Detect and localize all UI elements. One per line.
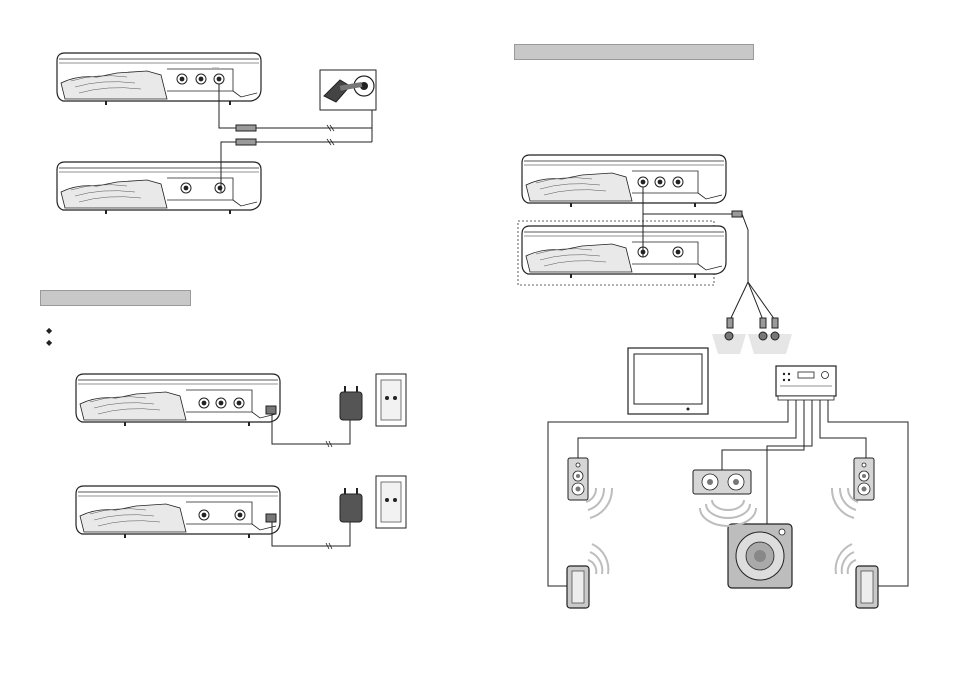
headphone-jack-icon bbox=[319, 69, 377, 111]
speaker-icon-rear-left bbox=[566, 565, 590, 609]
sound-wave-decoration bbox=[585, 487, 859, 575]
speaker-wiring bbox=[547, 400, 909, 587]
cable-power bbox=[271, 414, 351, 550]
power-adapter-icon bbox=[339, 488, 363, 523]
bullet-2: ◆ bbox=[46, 338, 53, 347]
rca-input-markers bbox=[712, 331, 792, 354]
television-icon bbox=[627, 347, 709, 415]
cable-av-top bbox=[218, 84, 373, 192]
player-power-2 bbox=[75, 485, 281, 539]
speaker-icon-front-left bbox=[567, 457, 589, 501]
bullet-1: ◆ bbox=[46, 326, 53, 335]
player-right-2 bbox=[521, 225, 727, 279]
player-top-left: ~~~ bbox=[56, 52, 262, 106]
svg-text:~~~: ~~~ bbox=[212, 65, 220, 70]
wall-outlet-icon bbox=[375, 373, 407, 427]
player-power-1 bbox=[75, 373, 281, 427]
player-right-1 bbox=[521, 154, 727, 208]
section-header-bar-connection bbox=[40, 290, 191, 306]
power-adapter-icon bbox=[339, 386, 363, 421]
subwoofer-icon bbox=[727, 523, 793, 589]
section-header-bar-audio bbox=[514, 44, 754, 60]
wall-outlet-icon bbox=[375, 475, 407, 529]
speaker-icon-front-right bbox=[853, 457, 875, 501]
player-mid-left bbox=[56, 161, 262, 215]
speaker-icon-center bbox=[692, 469, 752, 495]
speaker-icon-rear-right bbox=[855, 565, 879, 609]
av-receiver-icon bbox=[775, 365, 837, 401]
cable-coaxial bbox=[642, 187, 779, 329]
